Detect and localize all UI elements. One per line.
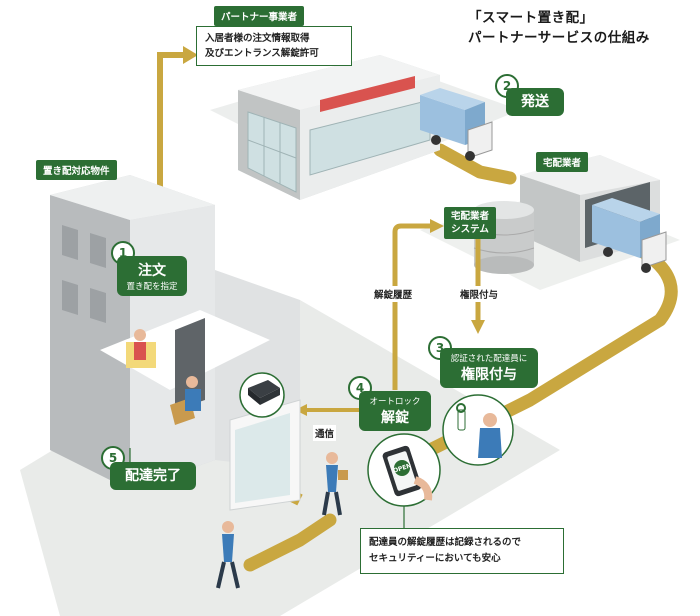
unlock-history-label: 解錠履歴 xyxy=(372,286,415,302)
room-interior xyxy=(100,310,270,425)
entrance xyxy=(229,399,301,511)
courier-walking xyxy=(216,521,240,589)
system-tag: 宅配業者 システム xyxy=(444,207,497,239)
step1-sub: 置き配を指定 xyxy=(126,282,178,292)
step4-sub: オートロック xyxy=(369,397,421,407)
partner-tag: パートナー事業者 xyxy=(214,6,305,26)
grant-label: 権限付与 xyxy=(458,286,501,302)
partner-desc-line1: 入居者様の注文情報取得 xyxy=(205,33,310,44)
phone-circle xyxy=(367,433,441,507)
step1-title: 注文 xyxy=(138,263,166,279)
delivery-company-tag: 宅配業者 xyxy=(536,152,589,172)
partner-desc-line2: 及びエントランス解錠許可 xyxy=(205,48,319,59)
step3-bubble: 認証された配達員に 権限付与 xyxy=(440,348,538,388)
title-line-1: 「スマート置き配」 xyxy=(468,10,594,26)
system-tag-line1: 宅配業者 xyxy=(451,211,490,222)
arrow-to-partner xyxy=(157,46,198,240)
truck-1 xyxy=(420,88,493,161)
step1-bubble: 注文 置き配を指定 xyxy=(117,256,187,296)
courier-phone xyxy=(322,452,348,516)
title-line-2: パートナーサービスの仕組み xyxy=(468,30,650,46)
step5-bubble: 配達完了 xyxy=(110,462,196,490)
step5-title: 配達完了 xyxy=(125,468,181,484)
step3-title: 権限付与 xyxy=(461,367,517,383)
security-note: 配達員の解錠履歴は記録されるので セキュリティーにおいても安心 xyxy=(360,528,564,574)
step2-bubble: 発送 xyxy=(506,88,564,116)
step2-title: 発送 xyxy=(521,94,549,110)
system-arrows xyxy=(295,219,485,416)
partner-building xyxy=(238,55,440,200)
step4-title: 解錠 xyxy=(381,410,409,426)
security-note-line2: セキュリティーにおいても安心 xyxy=(369,553,501,564)
property-tag: 置き配対応物件 xyxy=(36,160,117,180)
auth-courier-circle xyxy=(442,394,514,466)
system-tag-line2: システム xyxy=(451,224,489,235)
step3-sub: 認証された配達員に xyxy=(450,354,528,364)
comms-label: 通信 xyxy=(313,425,337,441)
security-note-line1: 配達員の解錠履歴は記録されるので xyxy=(369,537,522,548)
truck-2 xyxy=(592,198,667,273)
control-box xyxy=(239,372,285,418)
step4-bubble: オートロック 解錠 xyxy=(359,391,431,431)
partner-desc-box: 入居者様の注文情報取得 及びエントランス解錠許可 xyxy=(196,26,352,66)
